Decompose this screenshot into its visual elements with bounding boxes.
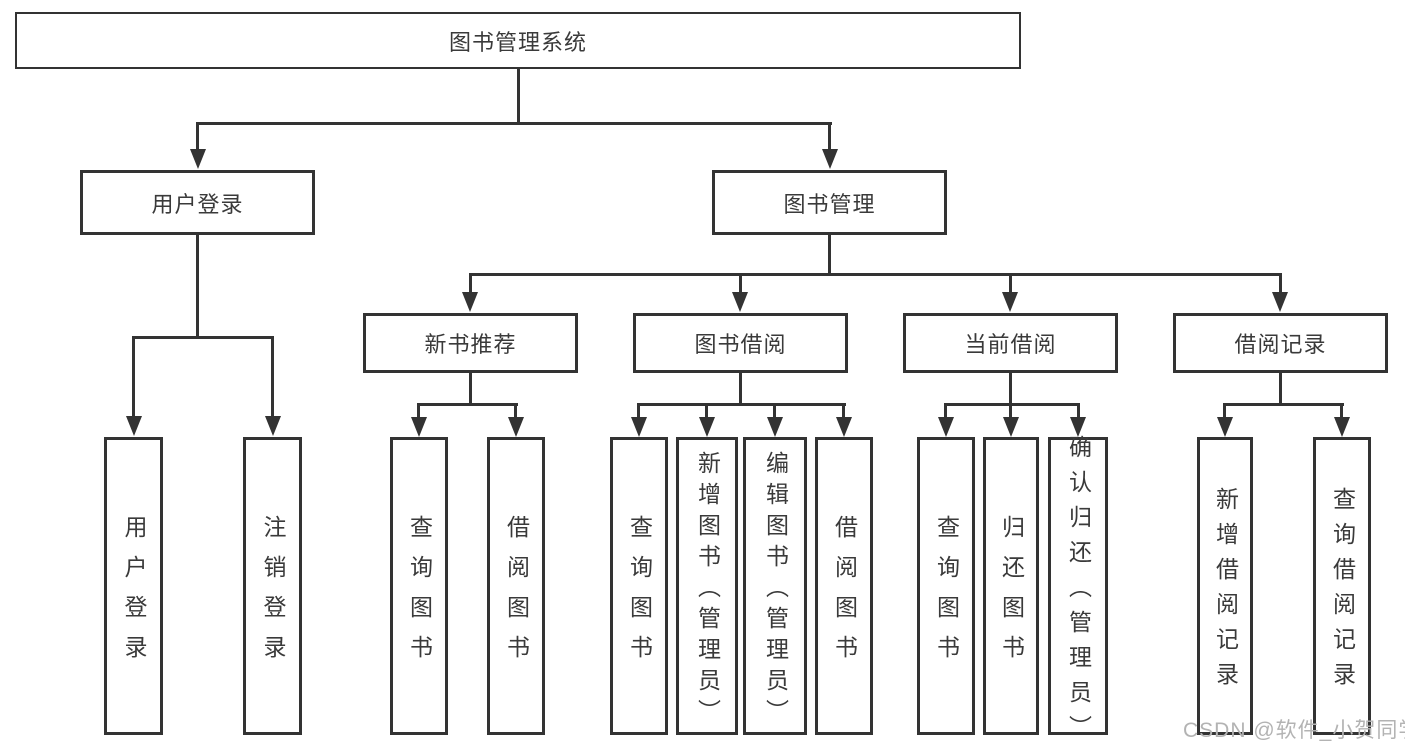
leaf-edit-book-admin-label: 编辑图书（管理员） (762, 450, 789, 730)
connector-level2-horizontal (196, 122, 832, 125)
leaf-add-book-admin: 新增图书（管理员） (676, 437, 738, 735)
connector-leaf-drop (132, 336, 135, 417)
connector-module2-horizontal (637, 403, 846, 406)
arrow-down-icon (126, 416, 142, 436)
leaf-logout: 注销登录 (243, 437, 302, 735)
connector-leaf-drop (1223, 403, 1226, 418)
arrow-down-icon (1272, 292, 1288, 312)
arrow-down-icon (1003, 417, 1019, 437)
leaf-logout-label: 注销登录 (260, 514, 286, 675)
node-borrowing-records: 借阅记录 (1173, 313, 1388, 373)
node-book-borrowing: 图书借阅 (633, 313, 848, 373)
leaf-query-books-borrowing: 查询图书 (610, 437, 668, 735)
leaf-add-book-admin-label: 新增图书（管理员） (694, 450, 721, 730)
leaf-query-books-current-label: 查询图书 (933, 514, 960, 675)
connector-leaf-drop (944, 403, 947, 418)
connector-book-branch-stem (828, 235, 831, 276)
arrow-down-icon (767, 417, 783, 437)
connector-leaf-drop (1009, 403, 1012, 418)
arrow-down-icon (631, 417, 647, 437)
connector-module1-horizontal (417, 403, 518, 406)
leaf-return-books-label: 归还图书 (998, 514, 1025, 675)
arrow-down-icon (699, 417, 715, 437)
connector-leaf-drop (705, 403, 708, 418)
leaf-borrow-books-borrowing: 借阅图书 (815, 437, 873, 735)
arrow-down-icon (822, 149, 838, 169)
connector-module-drop (739, 273, 742, 295)
leaf-user-login: 用户登录 (104, 437, 163, 735)
leaf-edit-book-admin: 编辑图书（管理员） (743, 437, 807, 735)
arrow-down-icon (508, 417, 524, 437)
connector-leaf-drop (637, 403, 640, 418)
connector-leaf-drop (842, 403, 845, 418)
connector-leaf-drop (271, 336, 274, 417)
leaf-borrow-books-borrowing-label: 借阅图书 (831, 514, 858, 675)
arrow-down-icon (190, 149, 206, 169)
arrow-down-icon (411, 417, 427, 437)
arrow-down-icon (836, 417, 852, 437)
arrow-down-icon (1002, 292, 1018, 312)
leaf-query-books-borrowing-label: 查询图书 (626, 514, 653, 675)
connector-leaf-drop (1077, 403, 1080, 418)
connector-user-branch-horizontal (132, 336, 274, 339)
leaf-confirm-return-admin: 确认归还（管理员） (1048, 435, 1108, 747)
node-book-management: 图书管理 (712, 170, 947, 235)
arrow-down-icon (1217, 417, 1233, 437)
leaf-user-login-label: 用户登录 (121, 514, 147, 675)
connector-module4-stem (1279, 373, 1282, 406)
leaf-query-borrow-record: 查询借阅记录 (1313, 437, 1371, 735)
connector-module-drop (469, 273, 472, 295)
connector-book-mgmt-drop (828, 122, 831, 151)
node-user-login: 用户登录 (80, 170, 315, 235)
node-user-login-label: 用户登录 (151, 191, 244, 217)
arrow-down-icon (938, 417, 954, 437)
connector-root-stem (517, 69, 520, 124)
arrow-down-icon (462, 292, 478, 312)
connector-module1-stem (469, 373, 472, 406)
node-new-book-recommend-label: 新书推荐 (424, 332, 517, 357)
connector-leaf-drop (1340, 403, 1343, 418)
node-borrowing-records-label: 借阅记录 (1234, 332, 1327, 357)
node-current-borrowing: 当前借阅 (903, 313, 1118, 373)
leaf-confirm-return-admin-label: 确认归还（管理员） (1065, 434, 1092, 747)
node-root: 图书管理系统 (15, 12, 1021, 69)
leaf-query-books-recommend: 查询图书 (390, 437, 448, 735)
node-current-borrowing-label: 当前借阅 (964, 332, 1057, 357)
connector-leaf-drop (773, 403, 776, 418)
node-new-book-recommend: 新书推荐 (363, 313, 578, 373)
leaf-query-borrow-record-label: 查询借阅记录 (1329, 487, 1356, 697)
arrow-down-icon (1070, 417, 1086, 437)
connector-module4-horizontal (1223, 403, 1344, 406)
connector-user-login-drop (196, 122, 199, 151)
node-book-management-label: 图书管理 (783, 191, 876, 217)
node-book-borrowing-label: 图书借阅 (694, 332, 787, 357)
connector-user-branch-stem (196, 235, 199, 339)
leaf-borrow-books-recommend: 借阅图书 (487, 437, 545, 735)
leaf-query-books-current: 查询图书 (917, 437, 975, 735)
csdn-watermark: CSDN @软件_小贺同学 (1183, 719, 1405, 742)
connector-module-drop (1279, 273, 1282, 295)
connector-module-drop (1009, 273, 1012, 295)
leaf-return-books: 归还图书 (983, 437, 1039, 735)
connector-module3-stem (1009, 373, 1012, 406)
leaf-add-borrow-record-label: 新增借阅记录 (1212, 487, 1239, 697)
connector-level3-horizontal (469, 273, 1282, 276)
connector-leaf-drop (417, 403, 420, 418)
arrow-down-icon (265, 416, 281, 436)
leaf-query-books-recommend-label: 查询图书 (406, 514, 433, 675)
connector-leaf-drop (514, 403, 517, 418)
arrow-down-icon (1334, 417, 1350, 437)
leaf-borrow-books-recommend-label: 借阅图书 (503, 514, 530, 675)
node-root-label: 图书管理系统 (448, 29, 587, 55)
leaf-add-borrow-record: 新增借阅记录 (1197, 437, 1253, 735)
connector-module2-stem (739, 373, 742, 406)
connector-module3-horizontal (944, 403, 1080, 406)
arrow-down-icon (732, 292, 748, 312)
